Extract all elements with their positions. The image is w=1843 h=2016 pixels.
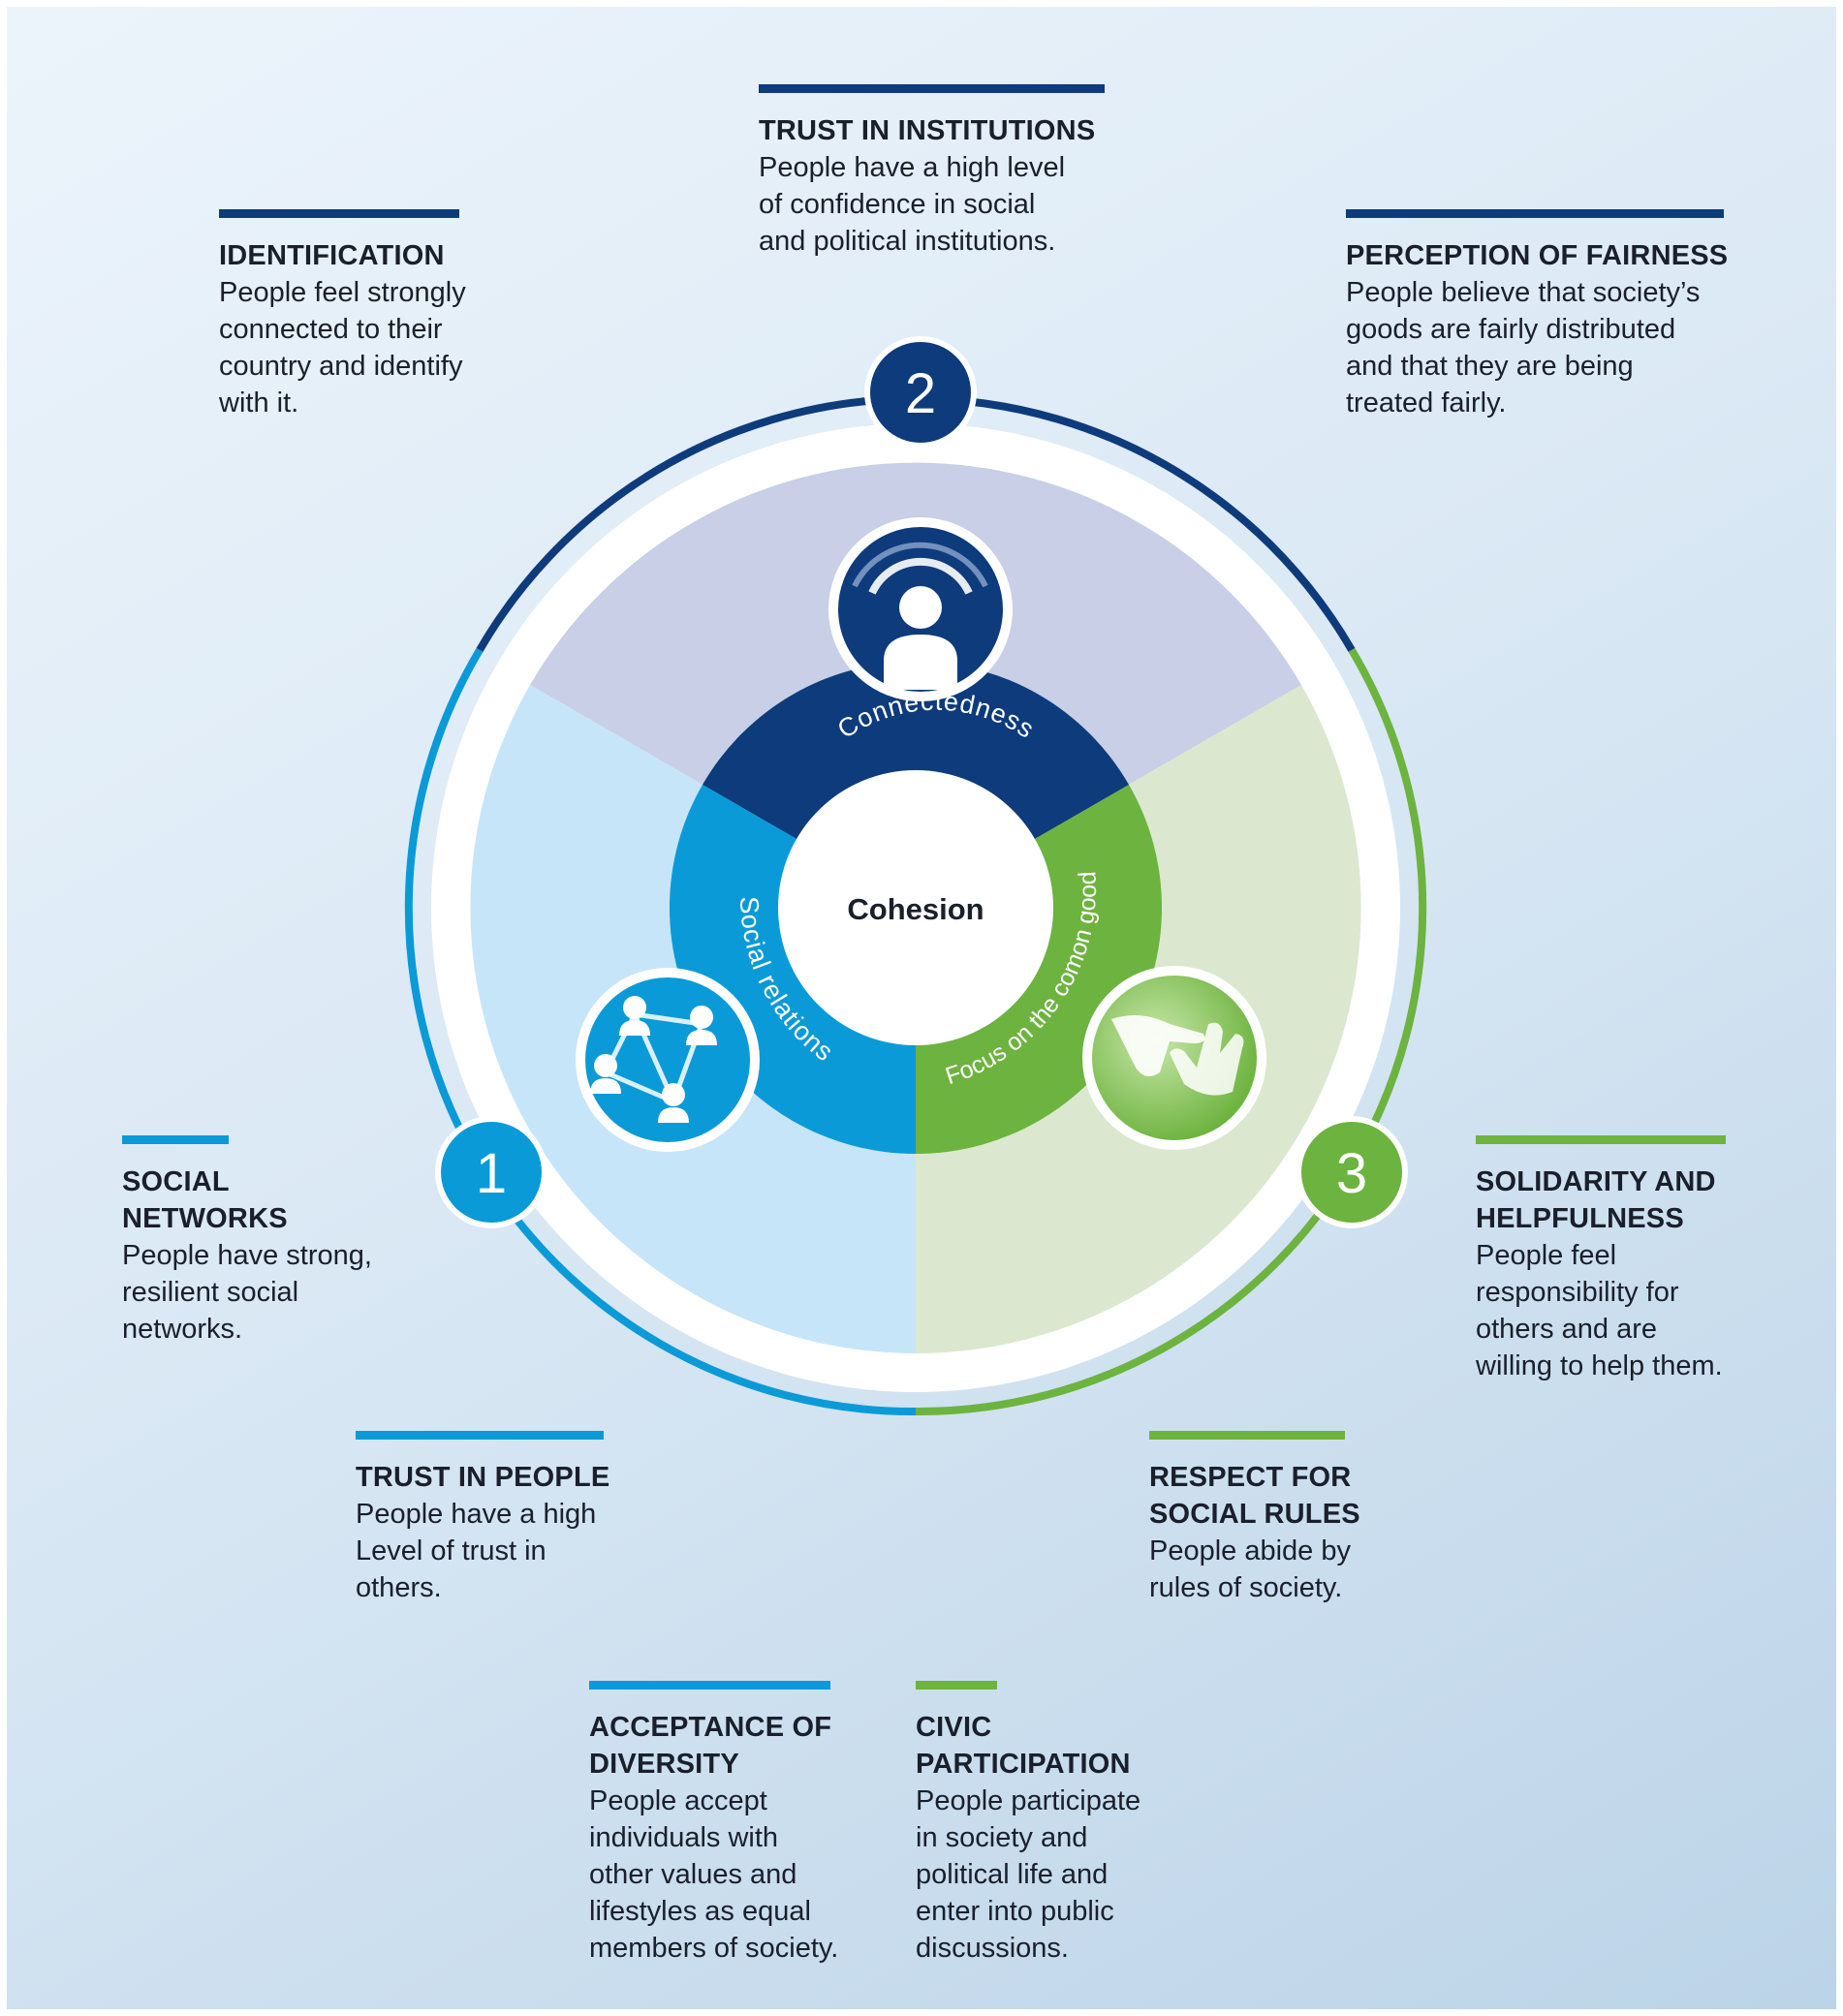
label-desc: People abide by rules of society. [1149, 1535, 1351, 1603]
label-desc: People participate in society and politi… [916, 1785, 1141, 1964]
label-desc: People have a high Level of trust in oth… [356, 1499, 597, 1603]
label-perception-of-fairness: PERCEPTION OF FAIRNESS People believe th… [1346, 209, 1734, 421]
label-bar [122, 1135, 229, 1144]
label-title: TRUST IN INSTITUTIONS [759, 115, 1096, 146]
label-bar [759, 84, 1105, 93]
label-title: PERCEPTION OF FAIRNESS [1346, 240, 1729, 271]
label-title: IDENTIFICATION [219, 240, 445, 271]
label-bar [916, 1681, 997, 1690]
label-desc: People have strong, resilient social net… [122, 1240, 372, 1345]
label-title: TRUST IN PEOPLE [356, 1462, 610, 1493]
label-desc: People accept individuals with other val… [589, 1785, 839, 1964]
svg-text:1: 1 [476, 1142, 507, 1205]
label-title: SOLIDARITY AND HELPFULNESS [1476, 1166, 1716, 1234]
label-title: ACCEPTANCE OF DIVERSITY [589, 1712, 832, 1780]
badge-3: 3 [1296, 1116, 1408, 1228]
label-respect-social-rules: RESPECT FOR SOCIAL RULES People abide by… [1149, 1431, 1440, 1606]
label-bar [1476, 1135, 1726, 1144]
label-desc: People feel strongly connected to their … [219, 277, 466, 419]
badge-2: 2 [864, 336, 977, 449]
center-circle [778, 770, 1053, 1045]
label-desc: People believe that society’s goods are … [1346, 277, 1701, 419]
label-solidarity: SOLIDARITY AND HELPFULNESS People feel r… [1476, 1135, 1796, 1384]
label-title: RESPECT FOR SOCIAL RULES [1149, 1462, 1360, 1530]
person-signal-icon [828, 517, 1013, 701]
svg-text:3: 3 [1336, 1142, 1367, 1205]
label-bar [356, 1431, 604, 1440]
label-bar [589, 1681, 830, 1690]
helping-hands-icon [1082, 966, 1266, 1150]
label-acceptance-diversity: ACCEPTANCE OF DIVERSITY People accept in… [589, 1681, 890, 1967]
label-bar [1149, 1431, 1345, 1440]
label-civic-participation: CIVIC PARTICIPATION People participate i… [916, 1681, 1206, 1967]
diagram-panel: Cohesion Connectedness Social relations … [7, 7, 1836, 2009]
label-trust-in-people: TRUST IN PEOPLE People have a high Level… [356, 1431, 646, 1606]
label-social-networks: SOCIAL NETWORKS People have strong, resi… [122, 1135, 413, 1348]
label-desc: People feel responsibility for others an… [1476, 1240, 1723, 1381]
label-identification: IDENTIFICATION People feel strongly conn… [219, 209, 510, 421]
center-label: Cohesion [847, 892, 984, 926]
badge-1: 1 [435, 1116, 547, 1228]
network-people-icon [576, 968, 760, 1152]
label-bar [1346, 209, 1724, 218]
label-title: SOCIAL NETWORKS [122, 1166, 288, 1234]
cohesion-wheel: Cohesion Connectedness Social relations … [404, 336, 1427, 1416]
label-title: CIVIC PARTICIPATION [916, 1712, 1131, 1780]
svg-text:2: 2 [905, 362, 936, 425]
label-trust-in-institutions: TRUST IN INSTITUTIONS People have a high… [759, 84, 1108, 260]
label-desc: People have a high level of confidence i… [759, 152, 1066, 257]
label-bar [219, 209, 459, 218]
